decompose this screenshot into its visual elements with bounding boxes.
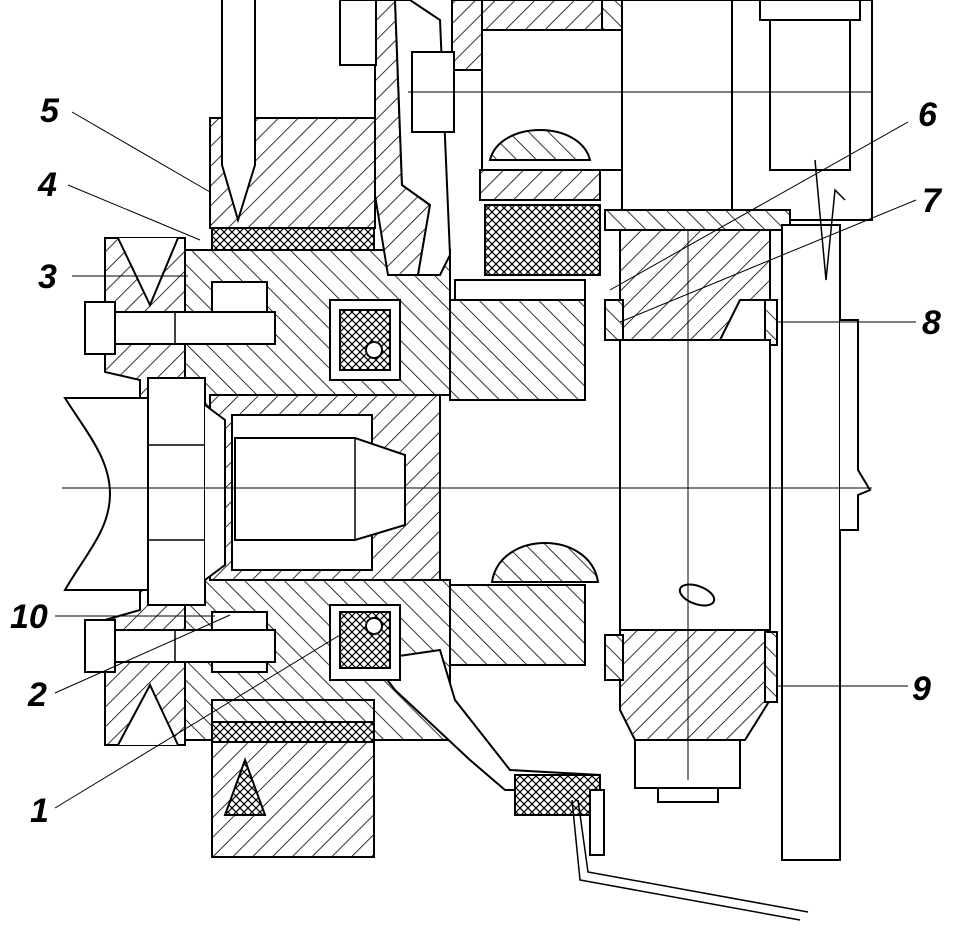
callout-6: 6 <box>918 96 938 134</box>
bolt-lower <box>84 619 276 673</box>
right-plate <box>781 224 872 861</box>
callout-5: 5 <box>40 92 60 130</box>
callout-4: 4 <box>37 166 57 204</box>
shaft-end-claw <box>63 397 149 591</box>
bolt-upper <box>84 301 276 355</box>
callout-8: 8 <box>922 304 941 342</box>
lower-cover <box>514 774 809 921</box>
callout-9: 9 <box>912 670 931 708</box>
callout-labels: 5 4 3 6 7 8 9 10 2 1 <box>10 92 943 830</box>
callout-2: 2 <box>27 676 47 714</box>
ball-bearing-upper <box>479 129 601 276</box>
callout-1: 1 <box>30 792 49 830</box>
oil-seal-upper <box>329 299 401 381</box>
hex-nut <box>147 377 226 606</box>
oil-seal-lower <box>329 604 401 681</box>
bearing-block-lower <box>449 584 586 666</box>
leader-lines <box>54 111 917 809</box>
ball-bearing-lower <box>490 542 600 583</box>
center-lines <box>62 91 872 780</box>
callout-7: 7 <box>922 182 943 220</box>
callout-3: 3 <box>38 258 57 296</box>
pulley-lower <box>211 699 375 858</box>
upper-frame <box>339 0 873 221</box>
bearing-block-upper <box>449 279 586 401</box>
callout-10: 10 <box>10 598 48 636</box>
right-flange <box>604 209 791 803</box>
